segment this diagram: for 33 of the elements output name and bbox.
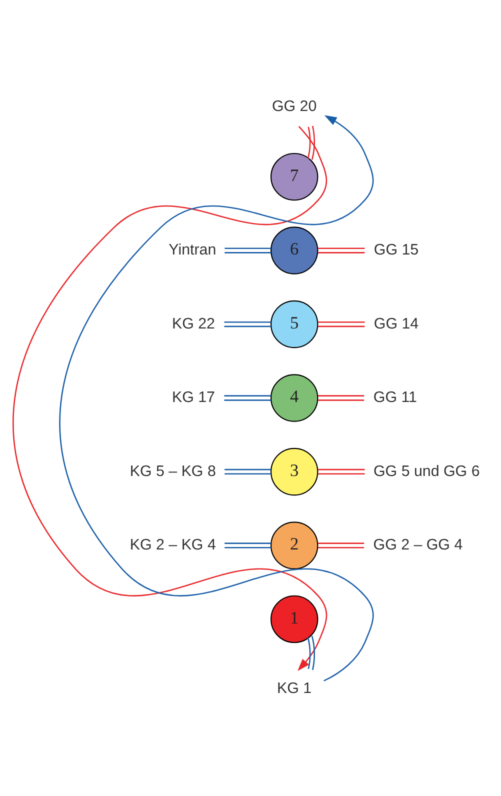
node-circle: 4 [270,374,318,422]
node-text: KG 5 – KG 8 [130,462,216,480]
arrow [12,126,328,672]
arrow [59,115,374,682]
node-circle: 5 [270,300,318,348]
node-text: KG 17 [172,389,216,406]
node-circle: 1 [270,595,318,644]
connector [318,468,365,475]
connector [318,321,365,328]
connector [224,542,271,548]
node-text: GG 20 [272,98,317,115]
node-text: GG 11 [373,389,417,406]
node-text: GG 14 [374,315,419,332]
connector [224,468,271,475]
node-text: Yintran [168,242,216,259]
node-text: GG 5 und GG 6 [374,462,480,480]
connector [318,542,364,548]
connector [224,248,271,254]
node-text: KG 1 [277,680,312,698]
connector [307,636,316,670]
node-text: GG 15 [374,242,419,259]
connector [224,395,271,401]
node-circle: 2 [270,522,318,570]
connector [318,248,365,254]
node-circle: 3 [270,448,318,496]
node-circle: 7 [270,152,318,201]
node-circle: 6 [270,226,318,274]
connector [307,126,316,160]
connector [318,395,364,401]
node-text: KG 2 – KG 4 [130,536,216,554]
node-text: KG 22 [172,315,216,332]
connector [224,321,271,328]
node-text: GG 2 – GG 4 [373,536,463,554]
